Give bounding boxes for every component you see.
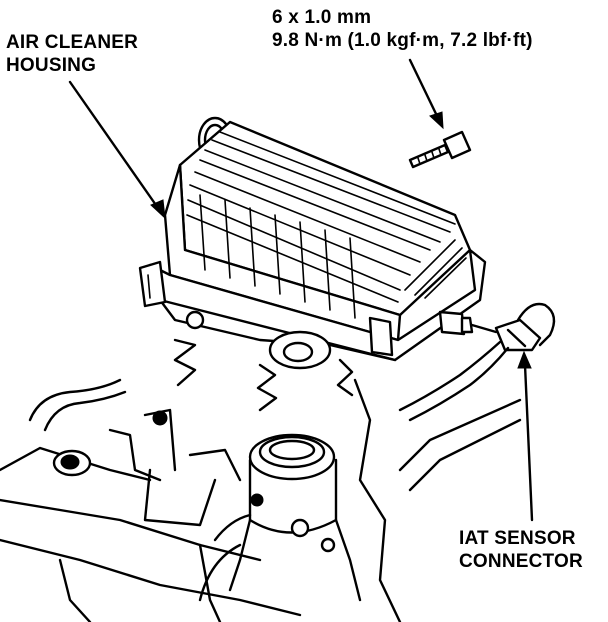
iat-label-line2: CONNECTOR — [459, 551, 583, 572]
bolt-spec-label: 6 x 1.0 mm 9.8 N·m (1.0 kgf·m, 7.2 lbf·f… — [272, 6, 533, 52]
break-lines — [173, 338, 354, 412]
engine-block-edge — [353, 378, 522, 622]
bolt-size-text: 6 x 1.0 mm — [272, 7, 372, 28]
air-cleaner-housing-label: AIR CLEANER HOUSING — [6, 31, 138, 77]
intake-manifold — [0, 378, 302, 622]
throttle-body — [198, 433, 362, 602]
rubber-grommet — [52, 449, 92, 477]
iat-sensor-connector-label: IAT SENSOR CONNECTOR — [459, 527, 583, 573]
air-cleaner-label-line2: HOUSING — [6, 55, 97, 76]
leader-arrows — [68, 58, 534, 522]
iat-sensor-connector — [398, 302, 556, 422]
air-cleaner-label-line1: AIR CLEANER — [6, 32, 139, 53]
iat-label-line1: IAT SENSOR — [459, 528, 576, 549]
bracket — [108, 408, 242, 527]
bolt-torque-text: 9.8 N·m (1.0 kgf·m, 7.2 lbf·ft) — [272, 30, 533, 51]
air-cleaner-housing — [138, 116, 487, 370]
bolt — [408, 130, 472, 169]
